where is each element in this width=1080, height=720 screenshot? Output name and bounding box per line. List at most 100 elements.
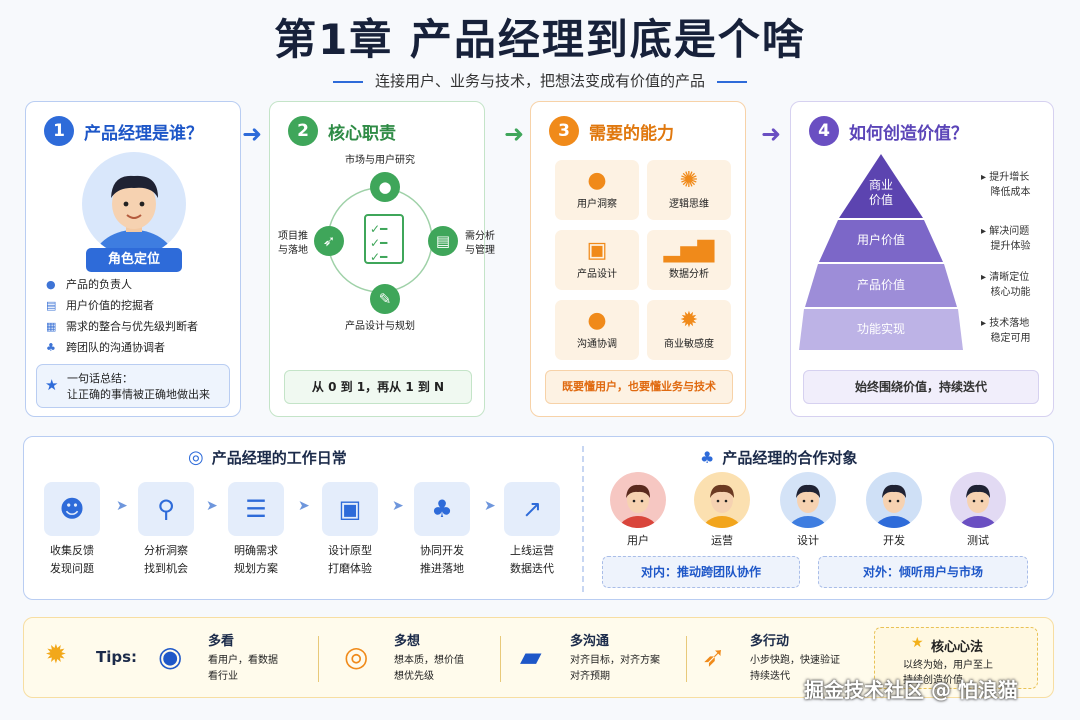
divider [318,636,319,682]
chat-bubble-icon: ▰ [520,640,542,673]
value-pyramid [799,154,963,350]
avatar [780,472,836,528]
tip-item: 多行动小步快跑，快速验证持续迭代 [750,634,840,682]
daily-step: ▣设计原型打磨体验 [310,482,390,578]
panel-footer: 从 0 到 1，再从 1 到 N [284,370,472,404]
panel-footer: 始终围绕价值，持续迭代 [803,370,1039,404]
outer-collab-tag: 对外：倾听用户与市场 [818,556,1028,588]
layout-icon: ▣ [322,482,378,536]
rocket-icon: ➶ [702,640,726,673]
arrow-right-icon: ➜ [242,120,263,148]
list-item: ▦需求的整合与优先级判断者 [46,319,198,333]
core-title: 核心心法 [931,640,984,655]
brain-icon: ✺ [679,168,699,193]
skill-card: ✹商业敏感度 [647,300,731,360]
pyramid-level-user [819,220,943,262]
core-text: 以终为始，用户至上持续创造价值 [903,660,993,686]
user-icon: ● [587,168,607,193]
list-item: ●产品的负责人 [46,277,132,291]
partner-avatar: 测试 [948,472,1008,548]
partner-avatar: 开发 [864,472,924,548]
panel-header: 4 如何创造价值？ [791,102,1053,146]
pm-avatar [82,152,186,256]
pyramid-level-function [799,309,963,350]
pyramid-note: ▸ 解决问题 提升体验 [981,226,1031,252]
list-item: ♣跨团队的沟通协调者 [46,340,165,354]
bulb-icon: ✹ [679,308,699,333]
list-icon: ▦ [46,319,57,333]
avatar [866,472,922,528]
arrow-right-icon: ➤ [116,498,128,514]
skill-card: ✺逻辑思维 [647,160,731,220]
arrow-right-icon: ➤ [484,498,496,514]
duty-label: 产品设计与规划 [345,321,415,332]
arrow-right-icon: ➜ [504,120,525,148]
partner-label: 测试 [967,534,989,547]
bulb-icon: ✹ [45,640,67,670]
step-number: 4 [809,116,839,146]
partner-label: 设计 [797,534,819,547]
rocket-icon: ➶ [314,226,344,256]
eye-icon: ◉ [158,640,183,673]
step-number: 1 [44,116,74,146]
star-icon: ★ [45,376,59,394]
panel-footer: 既要懂用户，也要懂业务与技术 [545,370,733,404]
role-tag: 角色定位 [86,248,182,272]
daily-step: ⚲分析洞察找到机会 [126,482,206,578]
daily-step: ♣协同开发推进落地 [402,482,482,578]
tip-item: 多看看用户，看数据看行业 [208,634,278,682]
pyramid-label: 用户价值 [856,233,905,247]
magnifier-icon: ⚲ [138,482,194,536]
divider [686,636,687,682]
daily-step: ☻收集反馈发现问题 [32,482,112,578]
panel-header: 1 产品经理是谁？ [26,102,240,146]
bar-chart-icon: ▂▅▇ [663,238,715,263]
partner-label: 运营 [711,534,733,547]
skill-card: ▣产品设计 [555,230,639,290]
skill-card: ●沟通协调 [555,300,639,360]
watermark: 掘金技术社区 @ 怕浪猫 [804,678,1018,702]
inner-collab-tag: 对内：推动跨团队协作 [602,556,800,588]
step-number: 2 [288,116,318,146]
page-subtitle: 连接用户、业务与技术，把想法变成有价值的产品 [0,70,1080,91]
star-icon: ★ [911,635,924,651]
arrow-right-icon: ➤ [298,498,310,514]
daily-step: ☰明确需求规划方案 [216,482,296,578]
pyramid-level-business [839,154,923,218]
pencil-icon: ✎ [370,284,400,314]
tip-item: 多沟通对齐目标，对齐方案对齐预期 [570,634,660,682]
target-icon: ◎ [188,447,204,468]
panel-title: 产品经理是谁？ [84,123,203,144]
feedback-icon: ☻ [44,482,100,536]
partner-label: 开发 [883,534,905,547]
partners-title: ♣产品经理的合作对象 [700,448,858,467]
checklist-icon: ☰ [228,482,284,536]
chat-icon: ● [587,308,607,333]
avatar [950,472,1006,528]
duty-label: 需分析与管理 [465,231,495,256]
partner-avatar: 运营 [692,472,752,548]
daily-title: ◎产品经理的工作日常 [188,447,347,468]
step-number: 3 [549,116,579,146]
partner-avatar: 用户 [608,472,668,548]
avatar [694,472,750,528]
pyramid-note: ▸ 提升增长 降低成本 [981,172,1031,198]
pyramid-level-product [805,264,957,307]
skill-card: ▂▅▇数据分析 [647,230,731,290]
document-icon: ▤ [46,298,57,312]
daily-step: ↗上线运营数据迭代 [492,482,572,578]
document-icon: ▤ [428,226,458,256]
pyramid-label: 产品价值 [856,278,905,292]
core-principle-box: ★ 核心心法 以终为始，用户至上持续创造价值 [874,627,1038,689]
panel-title: 如何创造价值？ [849,123,968,144]
page-title: 第1章 产品经理到底是个啥 [274,15,806,64]
design-icon: ▣ [586,238,608,263]
growth-icon: ↗ [504,482,560,536]
arrow-right-icon: ➜ [761,120,782,148]
pyramid-label: 功能实现 [856,322,905,336]
